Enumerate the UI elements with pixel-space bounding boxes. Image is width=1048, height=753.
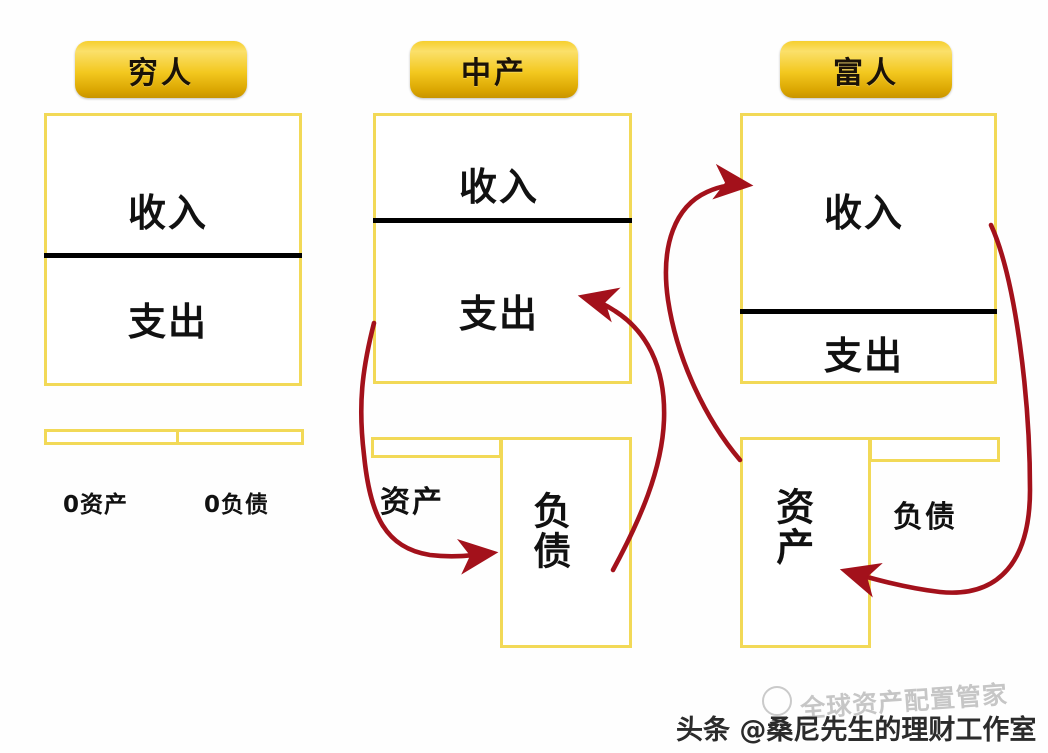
poor-asset-bar xyxy=(44,429,179,445)
middle-asset-label: 资产 xyxy=(380,485,444,520)
middle-asset-bar xyxy=(371,437,502,458)
middle-income-expense-box xyxy=(373,113,632,384)
poor-liability-label: 0负债 xyxy=(204,492,270,518)
badge-rich-label: 富人 xyxy=(833,55,899,91)
badge-poor-label: 穷人 xyxy=(128,55,194,91)
badge-poor: 穷人 xyxy=(75,41,247,98)
badge-rich: 富人 xyxy=(780,41,952,98)
poor-asset-label: 0资产 xyxy=(63,492,129,518)
middle-liability-label: 负债 xyxy=(526,491,571,571)
middle-income-label: 收入 xyxy=(459,165,540,209)
middle-income-expense-divider xyxy=(373,218,632,223)
poor-income-expense-box xyxy=(44,113,302,386)
watermark-circle-icon xyxy=(762,686,792,716)
rich-income-label: 收入 xyxy=(824,191,905,235)
arrow-rich-asset-to-income xyxy=(663,163,754,463)
poor-liability-bar xyxy=(176,429,304,445)
middle-expense-label: 支出 xyxy=(459,292,540,336)
badge-middle-label: 中产 xyxy=(461,55,527,91)
rich-liability-label: 负债 xyxy=(893,500,957,535)
poor-income-expense-divider xyxy=(44,253,302,258)
badge-middle: 中产 xyxy=(410,41,578,98)
watermark-main-text: 头条 @桑尼先生的理财工作室 xyxy=(676,715,1037,746)
rich-income-expense-divider xyxy=(740,309,997,314)
poor-expense-label: 支出 xyxy=(128,300,209,344)
rich-asset-label: 资产 xyxy=(769,487,814,567)
rich-liability-bar xyxy=(869,437,1000,462)
rich-expense-label: 支出 xyxy=(824,334,905,378)
poor-income-label: 收入 xyxy=(128,191,209,235)
